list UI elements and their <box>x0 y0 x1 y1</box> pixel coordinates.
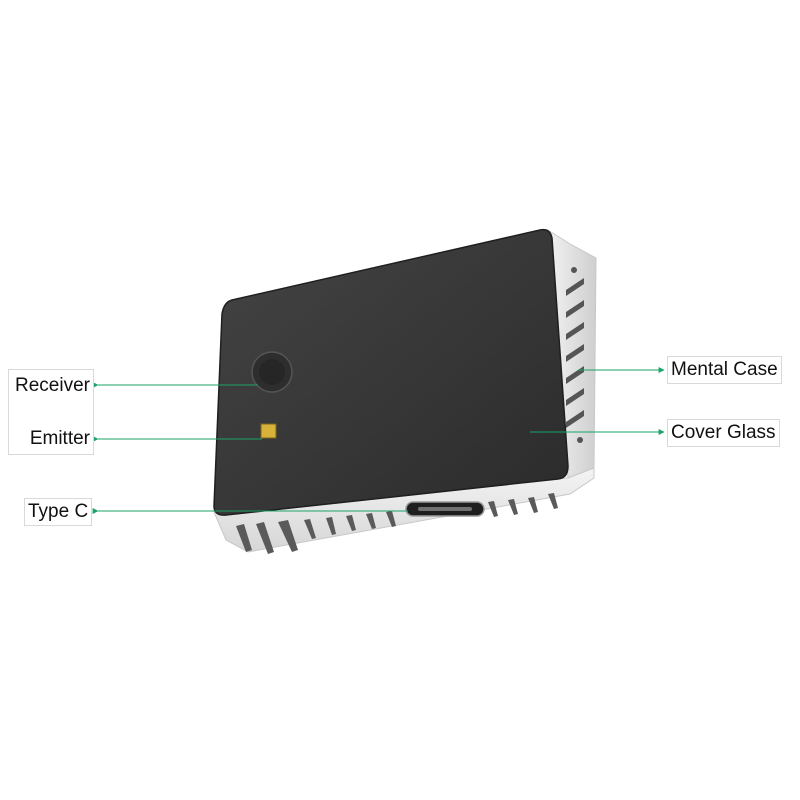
cover-glass-label: Cover Glass <box>667 419 780 447</box>
emitter-pad <box>260 423 277 439</box>
emitter-label: Emitter <box>29 428 90 449</box>
front-vents <box>236 493 558 554</box>
side-vents <box>566 267 584 443</box>
type-c-port <box>405 501 485 517</box>
type-c-label: Type C <box>24 498 93 526</box>
metal-case <box>213 229 597 554</box>
cover-glass-face <box>213 228 569 516</box>
mental-case-label: Mental Case <box>667 356 782 384</box>
receiver-lens <box>251 351 293 393</box>
leader-lines <box>92 367 665 514</box>
receiver-label: Receiver <box>15 375 90 396</box>
receiver-emitter-callout-box: Receiver Emitter <box>8 369 94 455</box>
